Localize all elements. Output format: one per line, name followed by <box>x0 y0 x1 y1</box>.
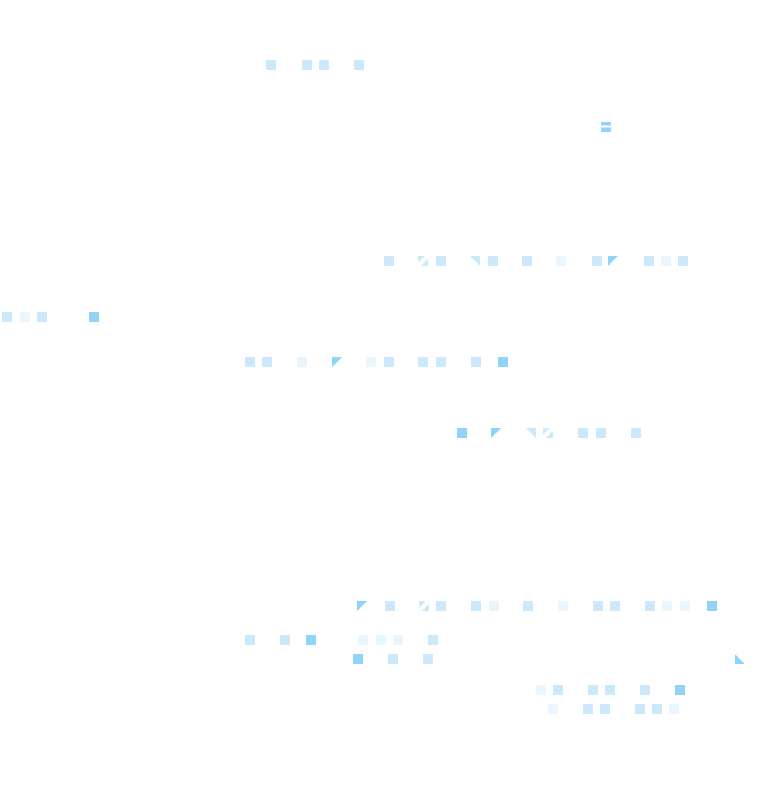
fragment-strip-7 <box>357 601 719 612</box>
fragment-mark <box>366 357 376 367</box>
fragment-mark <box>635 704 645 714</box>
fragment-mark <box>558 601 568 611</box>
fragment-mark <box>470 256 480 266</box>
fragment-strip-12 <box>548 704 688 715</box>
fragment-mark <box>471 601 481 611</box>
fragment-mark <box>610 601 620 611</box>
fragment-mark <box>393 635 403 645</box>
fragment-mark <box>266 60 276 70</box>
fragment-mark <box>436 601 446 611</box>
fragment-mark <box>605 685 615 695</box>
fragment-mark <box>498 357 508 367</box>
fragment-mark <box>588 685 598 695</box>
fragment-mark <box>358 635 368 645</box>
fragment-mark <box>675 685 685 695</box>
fragment-mark <box>578 428 588 438</box>
fragment-mark <box>553 685 563 695</box>
fragment-mark <box>262 357 272 367</box>
fragment-mark <box>384 357 394 367</box>
fragment-mark <box>245 635 255 645</box>
fragment-mark <box>548 704 558 714</box>
fragment-strip-5 <box>245 357 510 368</box>
fragment-mark <box>644 256 654 266</box>
fragment-mark <box>471 357 481 367</box>
fragment-mark <box>596 428 606 438</box>
fragment-mark <box>319 60 329 70</box>
fragment-strip-11 <box>536 685 696 696</box>
fragment-mark <box>601 122 611 132</box>
fragment-mark <box>418 357 428 367</box>
fragment-mark <box>526 428 536 438</box>
fragment-mark <box>735 654 745 664</box>
fragment-mark <box>457 428 467 438</box>
fragment-mark <box>678 256 688 266</box>
fragment-mark <box>297 357 307 367</box>
fragment-mark <box>640 685 650 695</box>
fragment-mark <box>543 428 553 438</box>
fragment-mark <box>357 601 367 611</box>
fragment-mark <box>522 256 532 266</box>
fragment-mark <box>428 635 438 645</box>
fragment-mark <box>608 256 618 266</box>
fragment-strip-2 <box>601 122 613 133</box>
fragment-strip-9 <box>353 654 443 665</box>
fragment-mark <box>354 60 364 70</box>
fragment-mark <box>2 312 12 322</box>
fragment-strip-4 <box>2 312 102 323</box>
fragment-mark <box>536 685 546 695</box>
fragment-mark <box>302 60 312 70</box>
fragment-mark <box>245 357 255 367</box>
fragment-mark <box>332 357 342 367</box>
fragment-mark <box>669 704 679 714</box>
fragment-mark <box>631 428 641 438</box>
fragment-mark <box>556 256 566 266</box>
fragment-mark <box>645 601 655 611</box>
fragment-mark <box>680 601 690 611</box>
fragment-strip-6 <box>457 428 647 439</box>
fragment-mark <box>20 312 30 322</box>
fragment-mark <box>593 601 603 611</box>
fragment-mark <box>523 601 533 611</box>
fragment-strip-8 <box>245 635 445 646</box>
fragment-mark <box>661 256 671 266</box>
fragment-mark <box>423 654 433 664</box>
fragment-mark <box>376 635 386 645</box>
fragment-mark <box>600 704 610 714</box>
fragment-mark <box>489 601 499 611</box>
fragment-mark <box>488 256 498 266</box>
fragment-mark <box>385 601 395 611</box>
fragment-mark <box>707 601 717 611</box>
fragment-strip-10 <box>735 654 747 665</box>
fragment-strip-1 <box>266 60 366 71</box>
fragment-mark <box>37 312 47 322</box>
fragment-mark <box>491 428 501 438</box>
fragment-mark <box>384 256 394 266</box>
fragment-strip-3 <box>384 256 694 267</box>
fragment-mark <box>583 704 593 714</box>
fragment-mark <box>89 312 99 322</box>
fragment-mark <box>419 601 429 611</box>
fragment-mark <box>280 635 290 645</box>
fragment-mark <box>388 654 398 664</box>
fragment-mark <box>436 256 446 266</box>
fragment-mark <box>662 601 672 611</box>
fragment-mark <box>652 704 662 714</box>
fragment-mark <box>353 654 363 664</box>
fragment-mark <box>418 256 428 266</box>
fragment-mark <box>592 256 602 266</box>
fragment-mark <box>436 357 446 367</box>
fragment-mark <box>306 635 316 645</box>
